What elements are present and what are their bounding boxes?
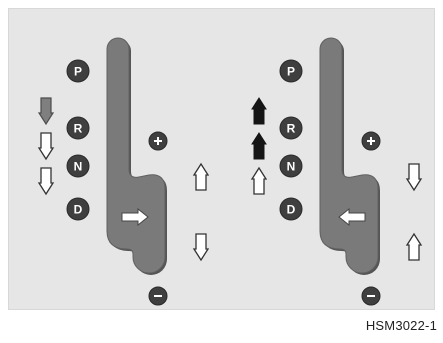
gear-circle (66, 154, 90, 178)
gear-letter: R (287, 122, 296, 136)
gear-letter: R (74, 122, 83, 136)
shift-up-arrow (251, 132, 267, 160)
gear-r-indicator: R (279, 116, 303, 140)
gear-d-indicator: D (279, 197, 303, 221)
gear-circle (66, 116, 90, 140)
lever-position-arrow (121, 207, 149, 227)
gear-letter: P (74, 65, 82, 79)
shift-down-arrow (37, 132, 55, 161)
plus-bar-v (157, 137, 159, 145)
gear-d-indicator: D (66, 197, 90, 221)
shift-gate (319, 37, 380, 275)
manual-plus-indicator (148, 131, 168, 151)
gear-n-indicator: N (66, 154, 90, 178)
minus-bar (154, 295, 162, 297)
left-diagram: P R N D (37, 37, 210, 306)
shift-down-arrow (37, 97, 55, 126)
manual-downshift-arrow (192, 233, 210, 262)
gear-n-indicator: N (279, 154, 303, 178)
manual-upshift-arrow (405, 232, 423, 261)
shift-gate-diagrams: P R N D P R N D (37, 37, 423, 306)
figure-code: HSM3022-1 (365, 318, 437, 333)
shift-up-arrow (251, 97, 267, 125)
gear-p-indicator: P (66, 59, 90, 83)
gear-circle (279, 59, 303, 83)
gear-circle (279, 197, 303, 221)
manual-plus-indicator (361, 131, 381, 151)
lever-position-arrow (338, 207, 366, 227)
gear-circle (66, 197, 90, 221)
gear-letter: N (287, 160, 296, 174)
manual-minus-indicator (148, 286, 168, 306)
shift-down-arrow (37, 167, 55, 196)
plus-bar-v (370, 137, 372, 145)
gear-p-indicator: P (279, 59, 303, 83)
gear-circle (66, 59, 90, 83)
gear-letter: D (287, 203, 296, 217)
manual-minus-indicator (361, 286, 381, 306)
gear-letter: D (74, 203, 83, 217)
gear-r-indicator: R (66, 116, 90, 140)
gear-circle (279, 154, 303, 178)
gate-slot (319, 37, 379, 274)
gear-letter: P (287, 65, 295, 79)
shift-up-arrow (250, 166, 268, 195)
gear-letter: N (74, 160, 83, 174)
minus-bar (367, 295, 375, 297)
gate-slot (106, 37, 166, 274)
diagram-panel: P R N D P R N D (8, 8, 435, 310)
gear-circle (279, 116, 303, 140)
manual-upshift-arrow (192, 162, 210, 191)
shift-gate (106, 37, 167, 275)
right-diagram: P R N D (250, 37, 423, 306)
manual-downshift-arrow (405, 163, 423, 192)
